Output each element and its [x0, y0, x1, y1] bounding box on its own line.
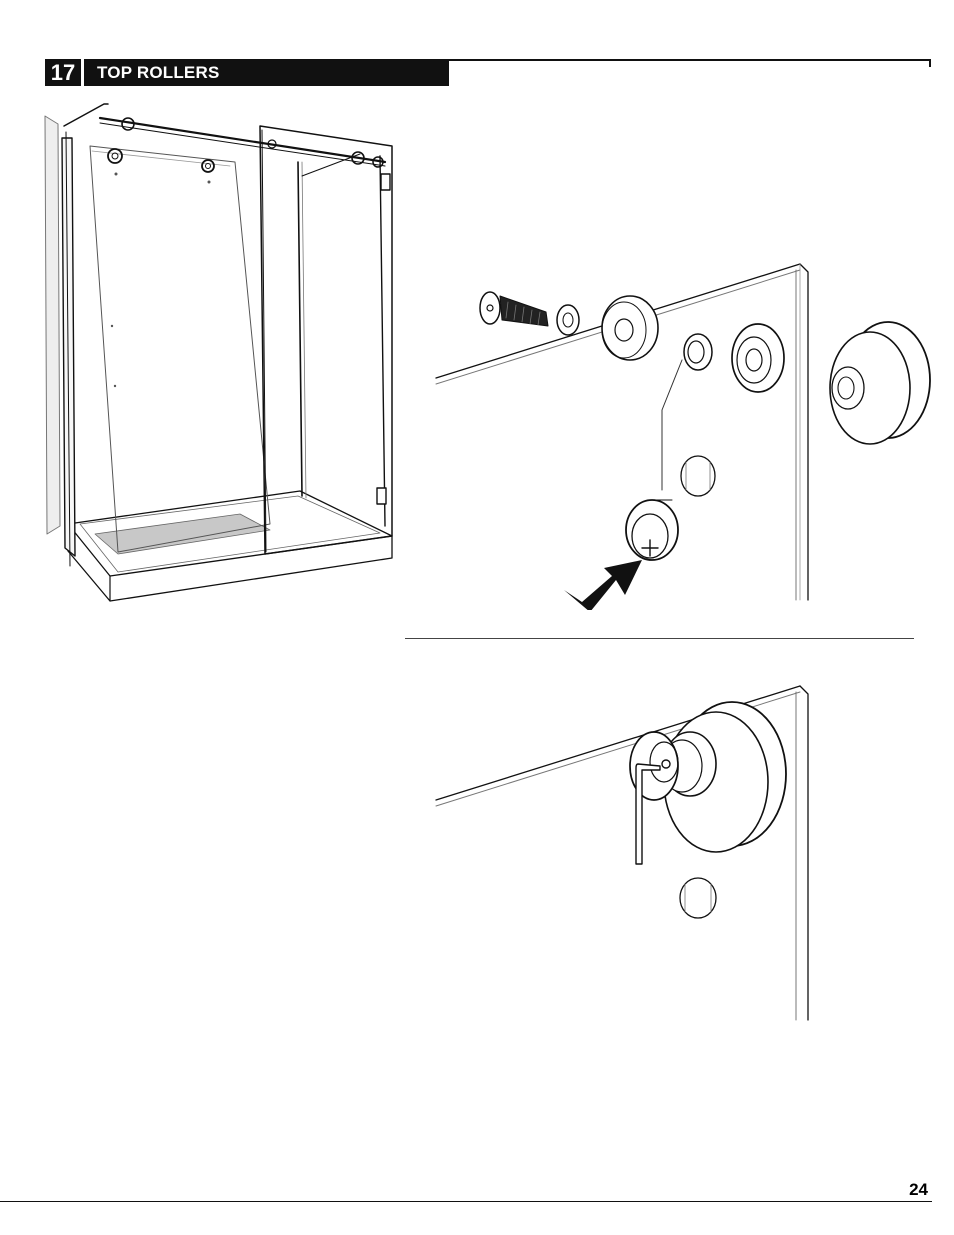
- roller-assembled-icon: [420, 678, 840, 1023]
- footer-rule: [0, 1201, 932, 1202]
- section-divider: [405, 638, 914, 639]
- page-number: 24: [909, 1180, 928, 1200]
- header-rule-tick: [929, 59, 931, 67]
- step-divider: [81, 59, 84, 86]
- header-rule: [449, 59, 931, 61]
- roller-exploded-icon: [420, 250, 940, 610]
- step-title: TOP ROLLERS: [97, 59, 219, 86]
- step-number: 17: [45, 59, 81, 86]
- shower-enclosure-icon: [40, 96, 400, 606]
- step-header: 17 TOP ROLLERS: [45, 59, 449, 86]
